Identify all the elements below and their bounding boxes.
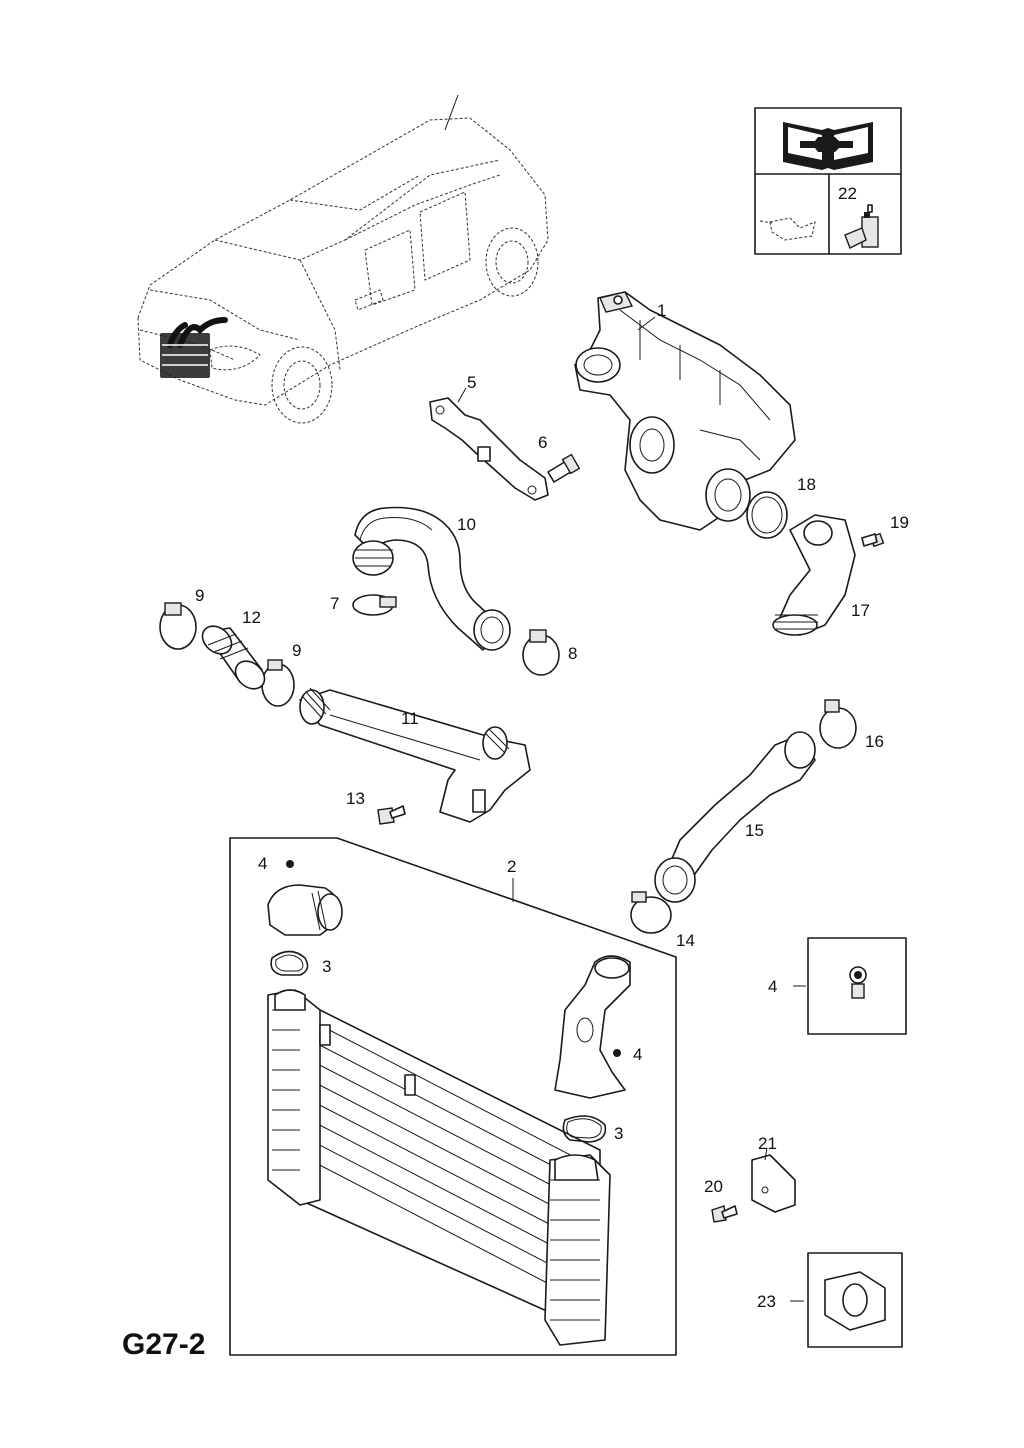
- part-clamp-9-upper: [159, 602, 197, 650]
- label-part-12: 12: [242, 608, 261, 627]
- oil-can-icon: [759, 217, 816, 241]
- label-part-2: 2: [507, 857, 517, 876]
- label-part-3-upper: 3: [322, 957, 332, 976]
- label-part-5: 5: [467, 373, 477, 392]
- label-part-9-lower: 9: [292, 641, 302, 660]
- label-part-15: 15: [745, 821, 764, 840]
- label-part-8: 8: [568, 644, 578, 663]
- part-bolt-13: [377, 805, 406, 825]
- label-part-21: 21: [758, 1134, 777, 1153]
- label-part-16: 16: [865, 732, 884, 751]
- label-part-7: 7: [330, 594, 340, 613]
- part-bracket-21: [751, 1154, 796, 1213]
- part-intercooler-core: [267, 989, 611, 1346]
- label-part-13: 13: [346, 789, 365, 808]
- label-part-4-pipe: 4: [633, 1045, 643, 1064]
- label-part-4-box: 4: [768, 977, 778, 996]
- intercooler-assembly-frame: [229, 837, 677, 1356]
- label-part-19: 19: [890, 513, 909, 532]
- part-bracket-5: [429, 397, 549, 501]
- part-gasket-18: [746, 491, 788, 539]
- label-part-4-upper: 4: [258, 854, 268, 873]
- label-part-9-upper: 9: [195, 586, 205, 605]
- part-outlet-pipe-17: [772, 514, 856, 636]
- part-sleeve-12: [201, 625, 266, 690]
- part-intercooler-pipe-11: [299, 687, 531, 823]
- detail-box-23: [807, 1252, 903, 1348]
- part-bolt-6: [547, 453, 581, 483]
- part-bolt-20: [711, 1205, 738, 1223]
- sealant-bottle-icon: [844, 204, 879, 249]
- label-part-1: 1: [657, 301, 667, 320]
- part-seal-23: [824, 1271, 886, 1331]
- label-part-10: 10: [457, 515, 476, 534]
- diagram-code: G27-2: [122, 1328, 206, 1361]
- part-clamp-14: [630, 891, 672, 934]
- label-part-3-lower: 3: [614, 1124, 624, 1143]
- label-part-11: 11: [401, 709, 419, 728]
- label-part-14: 14: [676, 931, 695, 950]
- part-elbow-inlet: [267, 860, 343, 936]
- part-bolt-4-detail: [849, 966, 867, 999]
- part-clamp-7: [352, 594, 397, 616]
- info-box: [754, 107, 902, 255]
- part-turbocharger: [574, 291, 796, 531]
- part-clamp-9-lower: [261, 659, 295, 707]
- part-hose-15: [654, 731, 816, 903]
- label-part-6: 6: [538, 433, 548, 452]
- detail-box-4: [807, 937, 907, 1035]
- leader-1: [637, 316, 656, 331]
- part-outlet-elbow: [554, 955, 631, 1099]
- label-part-22: 22: [838, 184, 857, 203]
- vehicle-illustration: [137, 94, 549, 424]
- part-clamp-8: [522, 629, 560, 676]
- part-hose-10: [352, 506, 511, 651]
- leader-5: [457, 387, 467, 403]
- part-gasket-3-lower: [562, 1115, 607, 1143]
- label-part-23: 23: [757, 1292, 776, 1311]
- part-clamp-16: [819, 699, 857, 749]
- part-gasket-3-upper: [270, 950, 309, 976]
- label-part-17: 17: [851, 601, 870, 620]
- label-part-20: 20: [704, 1177, 723, 1196]
- part-bolt-19: [861, 532, 885, 548]
- label-part-18: 18: [797, 475, 816, 494]
- repair-manual-icon: [783, 122, 873, 170]
